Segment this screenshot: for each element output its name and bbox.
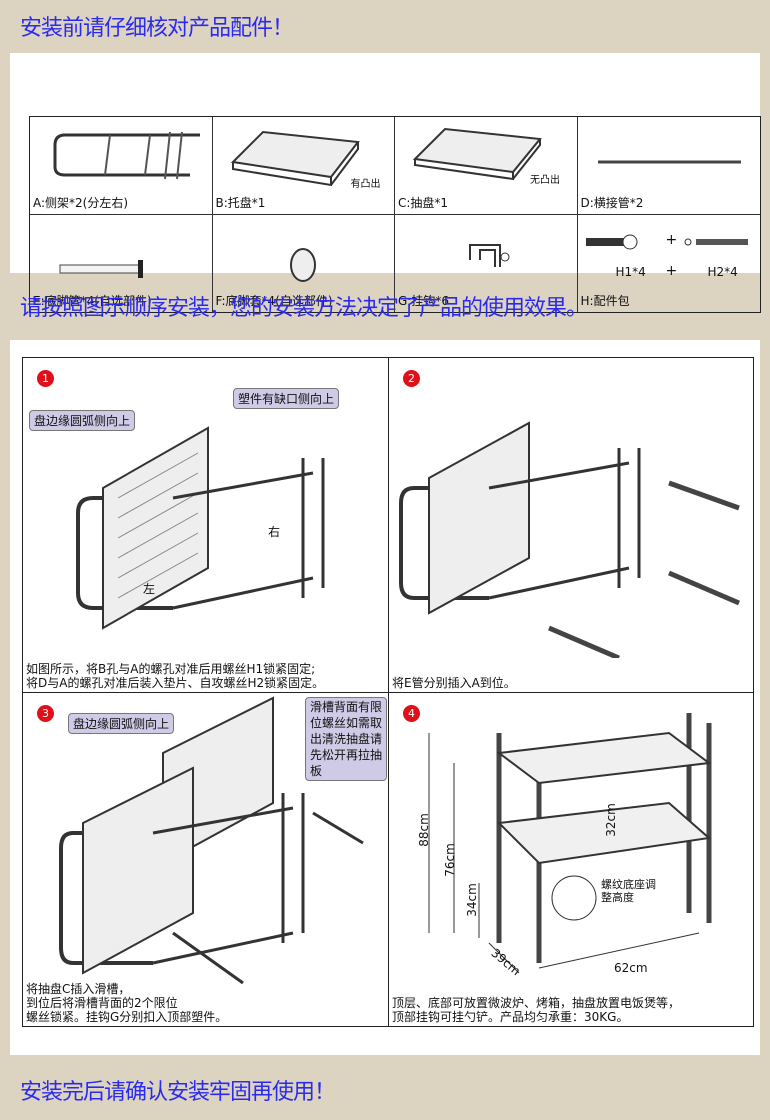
desc-line: 螺丝锁紧。挂钩G分别扣入顶部塑件。: [26, 1010, 228, 1024]
step-1: 1 盘边缘圆弧侧向上 塑件有缺口侧向上 右 左 如图所示，将B孔与A的螺孔对准后…: [23, 358, 389, 693]
step-4: 4 88cm 76cm 34cm 32cm 39cm 62cm 螺纹底座调整高度…: [389, 693, 753, 1026]
step-number: 2: [403, 370, 420, 387]
step-number: 4: [403, 705, 420, 722]
step3-drawing: [59, 696, 364, 985]
step2-description: 将E管分别插入A到位。: [392, 676, 516, 690]
part-g: G:挂钩*6: [395, 214, 578, 312]
step2-drawing: [399, 421, 740, 658]
dim-height: 88cm: [416, 813, 431, 847]
plus-sign: +: [665, 262, 678, 279]
desc-line: 顶部挂钩可挂勺铲。产品均匀承重：30KG。: [392, 1010, 629, 1024]
step-3: 3 盘边缘圆弧侧向上 滑槽背面有限位螺丝如需取出清洗抽盘请先松开再拉抽板 将抽盘…: [23, 693, 389, 1026]
tray-drawing: [230, 130, 360, 187]
title-follow-order: 请按照图示顺序安装，您的安装方法决定了产品的使用效果。: [20, 296, 588, 321]
dim-width: 62cm: [614, 961, 648, 975]
callout-limit-screw: 滑槽背面有限位螺丝如需取出清洗抽盘请先松开再拉抽板: [305, 697, 387, 781]
part-note: 有凸出: [350, 179, 381, 190]
part-f: F:底脚套*4(自选部件): [213, 214, 395, 312]
adjust-foot-note: 螺纹底座调整高度: [601, 878, 656, 904]
part-a: A:侧架*2(分左右): [30, 117, 213, 215]
desc-line: 如图所示，将B孔与A的螺孔对准后用螺丝H1锁紧固定;: [26, 662, 316, 676]
foot-cap-drawing: [289, 247, 316, 282]
dim-low: 34cm: [464, 883, 479, 917]
part-label: D:横接管*2: [580, 195, 644, 210]
part-e: E:底脚管*4(自选部件): [30, 214, 213, 312]
step-2: 2 将E管分别插入A到位。: [389, 358, 753, 693]
right-mark: 右: [268, 525, 281, 539]
step3-description: 将抽盘C插入滑槽，到位后将滑槽背面的2个限位螺丝锁紧。挂钩G分别扣入顶部塑件。: [26, 982, 227, 1024]
h2-count: H2*4: [707, 264, 738, 279]
part-c: 无凸出 C:抽盘*1: [395, 117, 578, 215]
plus-sign: +: [665, 231, 678, 248]
cross-tube-drawing: [597, 160, 741, 164]
step-number: 3: [37, 705, 54, 722]
part-label: C:抽盘*1: [398, 195, 449, 210]
part-b: 有凸出 B:托盘*1: [212, 117, 395, 215]
step4-description: 顶层、底部可放置微波炉、烤箱，抽盘放置电饭煲等，顶部挂钩可挂勺铲。产品均匀承重：…: [392, 996, 680, 1024]
screws-drawing: [585, 234, 748, 249]
part-label: G:挂钩*6: [398, 294, 449, 308]
h1-count: H1*4: [615, 264, 646, 279]
part-label: H:配件包: [580, 294, 630, 308]
steps-grid: 1 盘边缘圆弧侧向上 塑件有缺口侧向上 右 左 如图所示，将B孔与A的螺孔对准后…: [22, 357, 754, 1027]
callout-tray-arc-up: 盘边缘圆弧侧向上: [29, 410, 136, 431]
part-note: 无凸出: [530, 175, 560, 186]
part-label: E:底脚管*4(自选部件): [33, 294, 152, 308]
dim-mid: 76cm: [442, 843, 457, 877]
callout-notch-up: 塑件有缺口侧向上: [233, 388, 340, 409]
step1-description: 如图所示，将B孔与A的螺孔对准后用螺丝H1锁紧固定;将D与A的螺孔对准后装入垫片…: [26, 662, 324, 690]
step1-drawing: [76, 426, 325, 630]
part-label: F:底脚套*4(自选部件): [215, 294, 333, 308]
desc-line: 顶层、底部可放置微波炉、烤箱，抽盘放置电饭煲等，: [392, 996, 681, 1010]
part-d: D:横接管*2: [577, 117, 760, 215]
desc-line: 到位后将滑槽背面的2个限位: [26, 996, 178, 1010]
dim-gap: 32cm: [603, 803, 618, 837]
drawer-tray-drawing: [412, 127, 542, 181]
title-check-parts: 安装前请仔细核对产品配件！: [20, 16, 294, 41]
foot-tube-drawing: [59, 259, 143, 278]
left-mark: 左: [143, 582, 156, 596]
desc-line: 将抽盘C插入滑槽，: [26, 982, 131, 996]
title-confirm-secure: 安装完后请确认安装牢固再使用！: [20, 1080, 336, 1105]
parts-panel: A:侧架*2(分左右) 有凸出 B:托盘*1 无凸出 C:抽盘*1 D:横接管*…: [10, 53, 761, 313]
step4-drawing: [428, 713, 712, 974]
step-number: 1: [37, 370, 54, 387]
parts-table: A:侧架*2(分左右) 有凸出 B:托盘*1 无凸出 C:抽盘*1 D:横接管*…: [29, 116, 761, 313]
part-label: A:侧架*2(分左右): [33, 195, 129, 210]
steps-panel: 1 盘边缘圆弧侧向上 塑件有缺口侧向上 右 左 如图所示，将B孔与A的螺孔对准后…: [10, 340, 760, 1055]
hook-drawing: [469, 243, 510, 267]
desc-line: 将D与A的螺孔对准后装入垫片、自攻螺丝H2锁紧固定。: [26, 676, 325, 690]
callout-tray-arc-up: 盘边缘圆弧侧向上: [68, 713, 175, 734]
desc-line: 将E管分别插入A到位。: [392, 676, 516, 690]
side-frame-drawing: [53, 131, 200, 180]
part-label: B:托盘*1: [215, 195, 266, 210]
part-h: + H1*4 + H2*4 H:配件包: [578, 215, 761, 313]
